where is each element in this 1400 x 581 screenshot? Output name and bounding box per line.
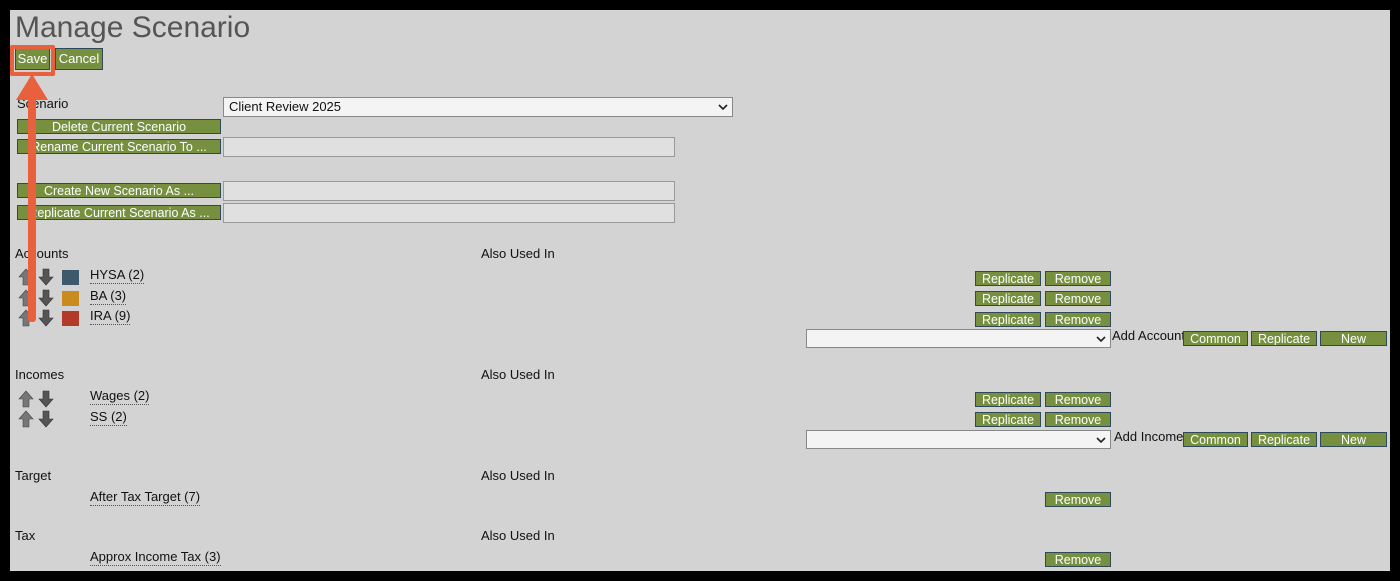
add-account-label: Add Account (1112, 328, 1185, 343)
target-link[interactable]: After Tax Target (7) (90, 489, 201, 506)
page-title: Manage Scenario (15, 11, 251, 44)
tax-link[interactable]: Approx Income Tax (3) (90, 549, 221, 566)
replicate-button[interactable]: Replicate (975, 412, 1041, 427)
arrow-pointer-shaft (28, 80, 36, 322)
add-account-select[interactable] (806, 329, 1111, 348)
move-down-icon[interactable] (38, 289, 54, 307)
move-down-icon[interactable] (38, 268, 54, 286)
add-income-label: Add Income (1114, 429, 1184, 444)
replicate-scenario-button[interactable]: Replicate Current Scenario As ... (17, 205, 221, 220)
account-color-swatch (62, 311, 79, 326)
target-heading: Target (15, 468, 52, 483)
create-scenario-button[interactable]: Create New Scenario As ... (17, 183, 221, 198)
move-down-icon[interactable] (38, 390, 54, 408)
target-also-used-in: Also Used In (481, 468, 555, 483)
remove-button[interactable]: Remove (1045, 312, 1111, 327)
remove-button[interactable]: Remove (1045, 271, 1111, 286)
remove-button[interactable]: Remove (1045, 492, 1111, 507)
add-account-common-button[interactable]: Common (1183, 331, 1248, 346)
chevron-down-icon (1096, 437, 1106, 444)
accounts-heading: Accounts (15, 246, 69, 261)
delete-scenario-button[interactable]: Delete Current Scenario (17, 119, 221, 134)
add-income-replicate-button[interactable]: Replicate (1251, 432, 1317, 447)
incomes-also-used-in: Also Used In (481, 367, 555, 382)
add-income-new-button[interactable]: New (1320, 432, 1387, 447)
account-color-swatch (62, 270, 79, 285)
scenario-selected-value: Client Review 2025 (229, 99, 342, 114)
rename-scenario-button[interactable]: Rename Current Scenario To ... (17, 139, 221, 154)
manage-scenario-panel: Manage Scenario Save Cancel Scenario Cli… (10, 10, 1390, 571)
chevron-down-icon (1096, 336, 1106, 343)
move-down-icon[interactable] (38, 410, 54, 428)
move-up-icon[interactable] (18, 410, 34, 428)
account-link[interactable]: BA (3) (90, 288, 127, 305)
move-down-icon[interactable] (38, 309, 54, 327)
replicate-button[interactable]: Replicate (975, 291, 1041, 306)
replicate-scenario-input[interactable] (223, 203, 675, 223)
account-color-swatch (62, 291, 79, 306)
scenario-select[interactable]: Client Review 2025 (223, 97, 733, 117)
remove-button[interactable]: Remove (1045, 552, 1111, 567)
account-link[interactable]: HYSA (2) (90, 267, 145, 284)
remove-button[interactable]: Remove (1045, 392, 1111, 407)
cancel-button[interactable]: Cancel (55, 48, 103, 70)
add-account-new-button[interactable]: New (1320, 331, 1387, 346)
chevron-down-icon (718, 104, 728, 111)
income-link[interactable]: SS (2) (90, 409, 127, 426)
incomes-heading: Incomes (15, 367, 65, 382)
rename-scenario-input[interactable] (223, 137, 675, 157)
remove-button[interactable]: Remove (1045, 412, 1111, 427)
move-up-icon[interactable] (18, 390, 34, 408)
add-account-replicate-button[interactable]: Replicate (1251, 331, 1317, 346)
remove-button[interactable]: Remove (1045, 291, 1111, 306)
tax-heading: Tax (15, 528, 36, 543)
create-scenario-input[interactable] (223, 181, 675, 201)
replicate-button[interactable]: Replicate (975, 392, 1041, 407)
replicate-button[interactable]: Replicate (975, 271, 1041, 286)
accounts-also-used-in: Also Used In (481, 246, 555, 261)
replicate-button[interactable]: Replicate (975, 312, 1041, 327)
tax-also-used-in: Also Used In (481, 528, 555, 543)
add-income-select[interactable] (806, 430, 1111, 449)
income-link[interactable]: Wages (2) (90, 388, 150, 405)
add-income-common-button[interactable]: Common (1183, 432, 1248, 447)
account-link[interactable]: IRA (9) (90, 308, 131, 325)
save-button[interactable]: Save (15, 48, 50, 70)
arrow-up-pointer (16, 74, 48, 100)
save-highlight-box (10, 45, 55, 76)
